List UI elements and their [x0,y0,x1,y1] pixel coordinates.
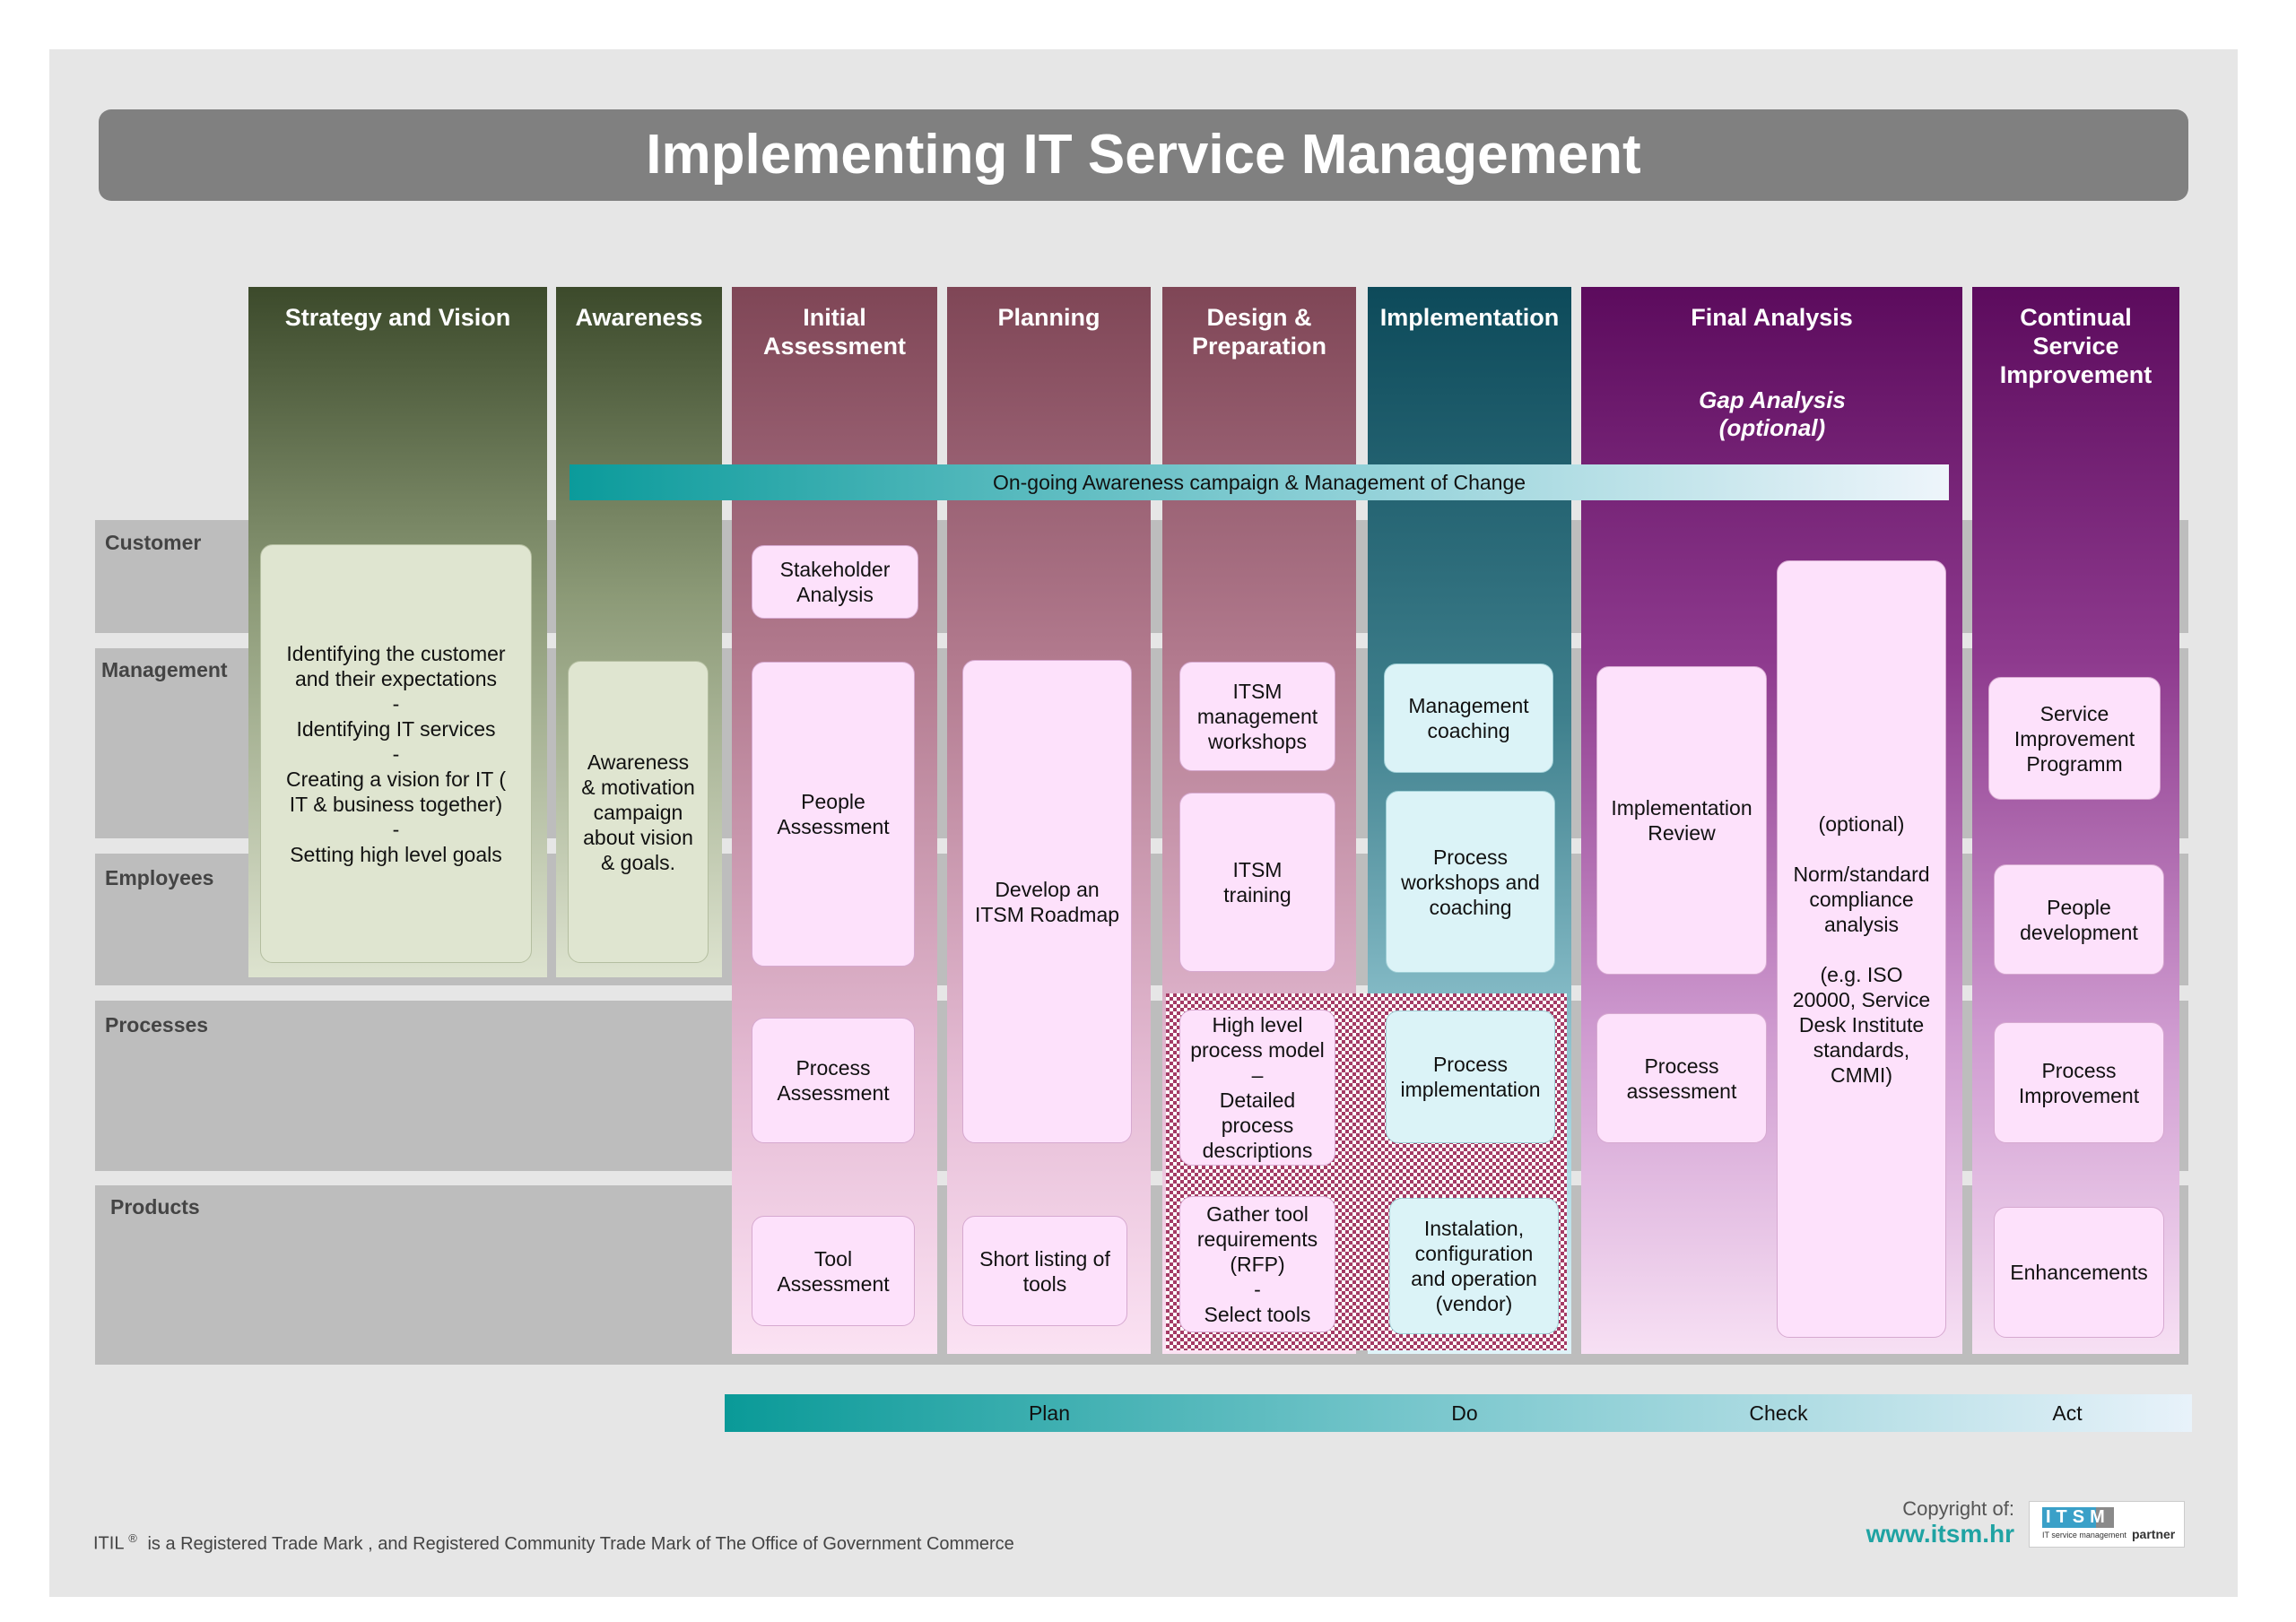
row-label-customer: Customer [105,531,202,554]
process-model-box: High level process model – Detailed proc… [1179,1010,1335,1166]
row-label-processes: Processes [105,1013,209,1037]
row-label-management: Management [101,658,228,681]
tool-assessment-box: Tool Assessment [752,1216,915,1326]
process-assessment-box: Process Assessment [752,1018,915,1143]
itil-label: ITIL [93,1533,124,1554]
pdca-plan-label: Plan [1028,1401,1071,1425]
column-heading-awareness: Awareness [575,304,703,331]
trademark-text: is a Registered Trade Mark , and Registe… [147,1533,1014,1554]
column-heading-design-preparation: Design & Preparation [1191,304,1327,360]
tool-shortlist-box: Short listing of tools [962,1216,1127,1326]
column-heading-planning: Planning [997,304,1100,331]
norm-compliance-analysis-box: (optional) Norm/standard compliance anal… [1777,560,1946,1338]
enhancements-box: Enhancements [1994,1207,2164,1338]
pdca-do-label: Do [1451,1401,1478,1425]
logo-partner: partner [2132,1527,2176,1541]
process-workshops-box: Process workshops and coaching [1386,791,1555,973]
column-heading-initial-assessment: Initial Assessment [762,304,907,360]
people-development-box: People development [1994,864,2164,975]
itsm-partner-logo: ITSM IT service management partner [2029,1501,2185,1548]
ongoing-awareness-banner: On-going Awareness campaign & Management… [570,464,1949,500]
column-heading-final-analysis: Final Analysis [1691,304,1853,331]
implementation-review-box: Implementation Review [1596,666,1767,975]
final-process-assessment-box: Process assessment [1596,1013,1767,1143]
pdca-bar [725,1394,2192,1432]
awareness-campaign-box: Awareness & motivation campaign about vi… [568,661,709,963]
people-assessment-box: People Assessment [752,662,915,967]
gap-analysis-label: Gap Analysis (optional) [1699,386,1846,441]
itsm-workshops-box: ITSM management workshops [1179,662,1335,771]
service-improvement-programm-box: Service Improvement Programm [1988,677,2161,800]
page-title: Implementing IT Service Management [99,109,2188,201]
tool-installation-box: Instalation, configuration and operation… [1389,1198,1559,1334]
column-heading-continual-improvement: Continual Service Improvement [1999,304,2152,388]
column-heading-strategy: Strategy and Vision [284,304,511,331]
website-link[interactable]: www.itsm.hr [1866,1520,2014,1548]
pdca-act-label: Act [2052,1401,2083,1425]
trademark-notice: ITIL ® is a Registered Trade Mark , and … [93,1531,1014,1555]
logo-subtitle: IT service management [2042,1531,2126,1540]
logo-letters: ITSM [2042,1507,2114,1528]
column-heading-implementation: Implementation [1379,304,1560,331]
management-coaching-box: Management coaching [1384,664,1553,773]
pdca-check-label: Check [1749,1401,1808,1425]
strategy-vision-box: Identifying the customer and their expec… [260,544,532,963]
itsm-roadmap-box: Develop an ITSM Roadmap [962,660,1132,1143]
process-improvement-box: Process Improvement [1994,1022,2164,1143]
registered-mark: ® [128,1531,137,1545]
stakeholder-analysis-box: Stakeholder Analysis [752,545,918,619]
process-implementation-box: Process implementation [1386,1010,1555,1143]
itsm-training-box: ITSM training [1179,793,1335,972]
copyright-label: Copyright of: [1902,1497,2014,1520]
row-label-products: Products [110,1195,200,1219]
row-label-employees: Employees [105,866,214,889]
column-continual-improvement [1972,287,2179,1354]
gather-tool-requirements-box: Gather tool requirements (RFP) - Select … [1179,1196,1335,1332]
